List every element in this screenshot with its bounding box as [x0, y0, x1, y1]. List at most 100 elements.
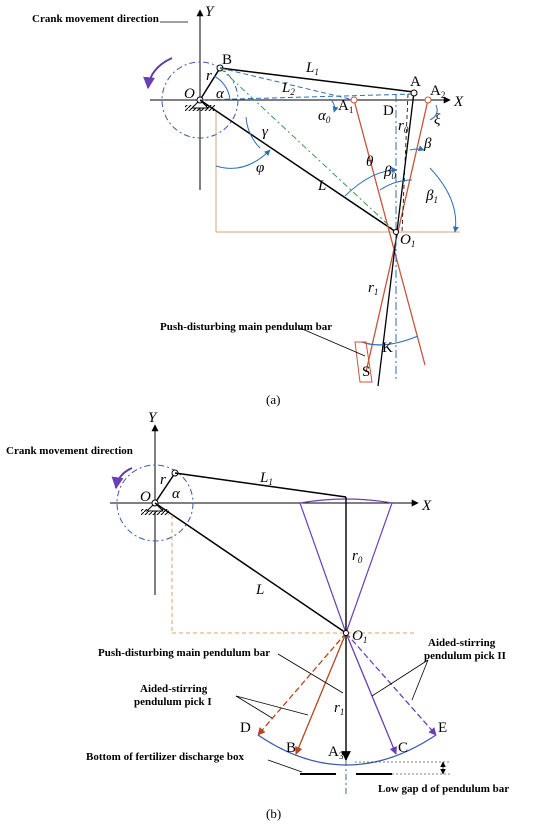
angle-theta-arc-a — [344, 167, 398, 197]
pick2-leader-1-b — [371, 659, 429, 697]
symbol-r0-a: r0 — [398, 118, 409, 135]
symbol-xi-a: ξ — [434, 112, 441, 128]
crank-direction-label-a: Crank movement direction — [32, 13, 159, 25]
symbol-alpha0-a: α0 — [318, 108, 331, 125]
symbol-L-a: L — [317, 178, 326, 194]
symbol-L1-b: L1 — [259, 470, 273, 487]
link-L-b — [154, 502, 347, 634]
point-a2-joint-a — [424, 96, 432, 104]
symbol-alpha-a: α — [216, 86, 225, 102]
symbol-r0-b: r0 — [352, 548, 363, 565]
ground-hatch-b — [141, 509, 169, 515]
s-bar-a — [354, 341, 373, 383]
link-L1-a — [219, 67, 415, 93]
point-a1-joint-a — [350, 96, 358, 104]
upper-v-left-b — [299, 502, 347, 634]
ray-C-b — [345, 632, 397, 755]
bottom-box-label-b: Bottom of fertilizer discharge box — [86, 751, 245, 763]
ray-B-b — [295, 632, 347, 755]
main-bar-leader-a — [299, 327, 366, 357]
link-L-a — [199, 99, 397, 233]
point-a2-label-a: A2 — [430, 83, 445, 100]
point-c-label-b: C — [398, 740, 408, 756]
point-e-label-b: E — [438, 720, 447, 736]
low-gap-label-b: Low gap d of pendulum bar — [378, 783, 509, 795]
symbol-r-a: r — [206, 68, 212, 84]
point-a1-label-a: A1 — [338, 98, 353, 115]
pivot-support-a — [190, 99, 210, 109]
pick1-leader-1-b — [235, 695, 273, 719]
pivot-support-b — [145, 502, 165, 512]
angle-beta1-arc-a — [429, 167, 459, 233]
point-o1-label-a: O1 — [400, 232, 415, 249]
pick2-leader-2-b — [411, 659, 429, 701]
pick1-label-line1-b: Aided-stirring — [140, 683, 208, 695]
crank-direction-arrow-b — [111, 467, 133, 490]
caption-a: (a) — [266, 392, 280, 407]
pick2-label-line1-b: Aided-stirring — [428, 637, 496, 649]
link-L1-b — [174, 472, 347, 498]
panel-b: X Y Crank movement direction — [6, 410, 509, 821]
crank-direction-arrow-a — [143, 57, 173, 90]
D-line-a — [401, 93, 409, 233]
symbol-alpha-b: α — [172, 486, 181, 502]
panel-a: X Y Crank movement direction — [32, 4, 464, 407]
angle-xi-arc-a — [429, 104, 438, 121]
link-BA1-a — [219, 67, 355, 101]
crank-circle-b — [116, 464, 194, 542]
y-axis-label-b: Y — [148, 410, 158, 426]
crank-arm-a — [199, 67, 221, 101]
crank-arm-b — [154, 472, 176, 504]
symbol-phi-a: φ — [256, 160, 264, 176]
point-a3-label-b: A3 — [328, 744, 344, 761]
main-bar-label-b: Push-disturbing main pendulum bar — [98, 647, 270, 659]
point-o1-joint-b — [343, 630, 349, 636]
line-BO1-a — [219, 67, 397, 233]
symbol-beta0-a: β0 — [383, 164, 396, 181]
angle-beta-arc-a — [409, 145, 425, 152]
box-leader-b — [267, 759, 303, 773]
symbol-gamma-a: γ — [262, 124, 269, 140]
point-a-label-a: A — [410, 74, 421, 90]
pick1-label-line2-b: pendulum pick I — [134, 696, 212, 708]
angle-alpha0-arc-a — [329, 98, 339, 113]
symbol-L2-a: L2 — [281, 80, 295, 97]
point-o-label-a: O — [184, 86, 195, 102]
caption-b: (b) — [266, 806, 281, 821]
symbol-r-b: r — [160, 472, 166, 488]
point-d-label-a: D — [383, 103, 394, 119]
pick1-leader-2-b — [235, 695, 309, 716]
angle-beta0-arc-a — [379, 179, 413, 191]
point-d-label-b: D — [240, 720, 251, 736]
x-axis-label-a: X — [453, 94, 464, 110]
upper-v-right-b — [345, 502, 393, 634]
point-b-label-b: B — [286, 740, 296, 756]
symbol-beta-a: β — [423, 136, 432, 152]
x-axis-label-b: X — [421, 498, 432, 514]
symbol-r1-b: r1 — [334, 700, 344, 717]
symbol-L-b: L — [255, 582, 264, 598]
symbol-r1-a: r1 — [368, 280, 378, 297]
arc-bottom-b — [257, 734, 437, 766]
crank-direction-label-b: Crank movement direction — [6, 445, 133, 457]
symbol-L1-a: L1 — [305, 60, 319, 77]
main-bar-label-a: Push-disturbing main pendulum bar — [160, 321, 332, 333]
symbol-beta1-a: β1 — [425, 188, 438, 205]
symbol-theta-a: θ — [366, 154, 374, 170]
y-axis-label-a: Y — [205, 4, 215, 20]
angle-phi-arc-a — [215, 149, 271, 169]
point-k-label-a: K — [382, 340, 393, 356]
pick2-label-line2-b: pendulum pick II — [424, 650, 506, 662]
link-L2-a — [199, 93, 415, 101]
point-a-joint-a — [410, 89, 418, 97]
point-o-label-b: O — [140, 489, 151, 505]
point-s-label-a: S — [362, 364, 370, 380]
point-b-label-a: B — [222, 52, 232, 68]
pendulum-left-a — [353, 99, 426, 366]
angle-alpha-arc-a — [213, 75, 231, 101]
point-o1-label-b: O1 — [352, 628, 367, 645]
main-bar-leader-b — [277, 653, 344, 694]
angle-gamma-arc-a — [245, 116, 261, 149]
point-o1-joint-a — [393, 229, 399, 235]
